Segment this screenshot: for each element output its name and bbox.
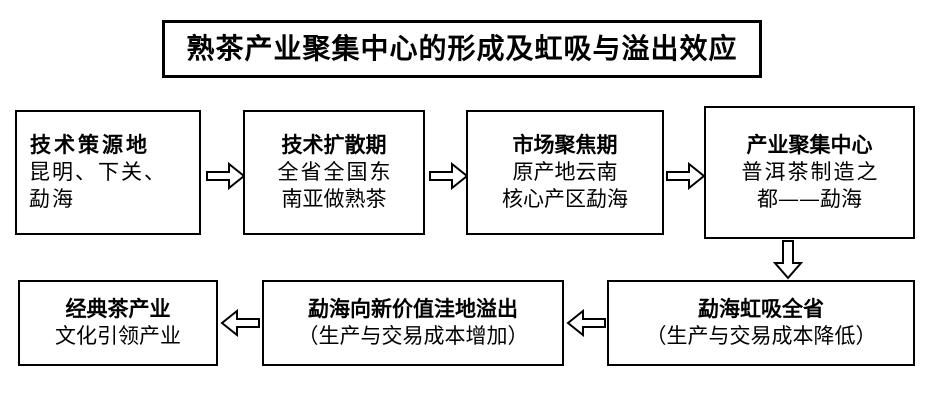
node-market-focus-body: 原产地云南 核心产区勐海 [502,159,628,214]
node-classic-tea-industry-line-1: 文化引领产业 [55,324,181,348]
node-market-focus-line-1: 原产地云南 [512,159,618,184]
node-industry-cluster-header: 产业聚集中心 [746,131,873,157]
node-menghai-spillover-line-1: （生产与交易成本增加） [297,324,529,348]
arrow-left-6 [220,309,260,337]
node-tech-diffusion-line-2: 南亚做熟茶 [281,187,387,212]
node-tech-origin: 技术策源地 昆明、下关、 勐海 [15,110,201,235]
node-menghai-siphon: 勐海虹吸全省 （生产与交易成本降低） [607,280,915,366]
node-menghai-siphon-body: （生产与交易成本降低） [646,323,877,351]
node-menghai-siphon-header: 勐海虹吸全省 [698,296,824,322]
node-tech-diffusion-body: 全省全国东 南亚做熟茶 [276,159,393,214]
arrow-down-4 [772,240,804,280]
node-tech-diffusion: 技术扩散期 全省全国东 南亚做熟茶 [243,110,425,235]
arrow-right-3 [666,162,706,190]
node-menghai-spillover: 勐海向新价值洼地溢出 （生产与交易成本增加） [262,280,564,366]
node-industry-cluster-body: 普洱茶制造之 都——勐海 [740,159,880,214]
arrow-left-5 [566,309,606,337]
node-tech-origin-body: 昆明、下关、 勐海 [17,159,199,214]
node-menghai-spillover-header: 勐海向新价值洼地溢出 [308,296,518,322]
node-industry-cluster: 产业聚集中心 普洱茶制造之 都——勐海 [704,106,915,239]
page-title: 熟茶产业聚集中心的形成及虹吸与溢出效应 [186,31,738,65]
node-market-focus-header: 市场聚焦期 [512,131,618,157]
node-market-focus: 市场聚焦期 原产地云南 核心产区勐海 [466,110,664,235]
node-industry-cluster-line-1: 普洱茶制造之 [741,159,880,184]
arrow-right-2 [429,162,469,190]
node-menghai-spillover-body: （生产与交易成本增加） [298,323,529,351]
node-tech-origin-header: 技术策源地 [30,131,150,157]
node-classic-tea-industry-body: 文化引领产业 [55,323,181,351]
node-classic-tea-industry-header: 经典茶产业 [65,296,171,322]
diagram-title-box: 熟茶产业聚集中心的形成及虹吸与溢出效应 [162,20,762,78]
node-tech-origin-line-2: 勐海 [29,187,75,212]
node-classic-tea-industry: 经典茶产业 文化引领产业 [18,280,218,366]
node-industry-cluster-line-2: 都——勐海 [757,187,862,212]
node-menghai-siphon-line-1: （生产与交易成本降低） [645,324,877,348]
node-tech-diffusion-header: 技术扩散期 [281,131,387,157]
arrow-right-1 [206,162,246,190]
node-tech-diffusion-line-1: 全省全国东 [277,159,393,184]
node-market-focus-line-2: 核心产区勐海 [502,187,628,212]
node-tech-origin-line-1: 昆明、下关、 [29,159,167,184]
